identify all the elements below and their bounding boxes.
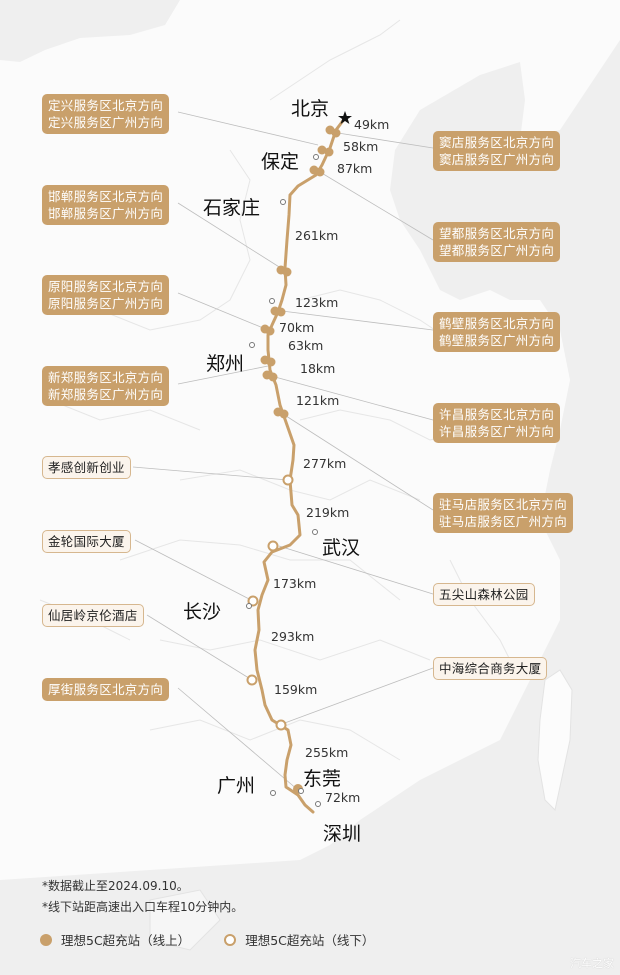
station-tag-houjie[interactable]: 厚街服务区北京方向 [42, 678, 170, 701]
station-line: 邯郸服务区广州方向 [48, 206, 164, 221]
city-wuhan: 武汉 [322, 537, 361, 559]
station-tag-jinlun[interactable]: 金轮国际大厦 [42, 530, 131, 553]
city-shijiazhuang: 石家庄 [203, 197, 261, 219]
legend-offline: 理想5C超充站（线下） [224, 930, 374, 949]
footnotes: *数据截止至2024.09.10。 *线下站距高速出入口车程10分钟内。 [42, 876, 243, 918]
station-tag-wangdu[interactable]: 望都服务区北京方向望都服务区广州方向 [433, 222, 561, 262]
legend-online-label: 理想5C超充站（线上） [61, 933, 191, 948]
hollow-dot-icon [224, 933, 237, 946]
station-tag-yuanyang[interactable]: 原阳服务区北京方向原阳服务区广州方向 [42, 275, 170, 315]
distance-label: 70km [279, 320, 315, 335]
station-line: 定兴服务区北京方向 [48, 98, 164, 113]
distance-label: 293km [271, 629, 315, 644]
distance-label: 219km [306, 505, 350, 520]
distance-label: 63km [288, 338, 324, 353]
station-line: 许昌服务区北京方向 [439, 407, 555, 422]
city-dongguan: 东莞 [303, 768, 342, 790]
station-tag-xuchang[interactable]: 许昌服务区北京方向许昌服务区广州方向 [433, 403, 561, 443]
station-tag-handan[interactable]: 邯郸服务区北京方向邯郸服务区广州方向 [42, 185, 170, 225]
station-line: 望都服务区北京方向 [439, 226, 555, 241]
footnote-data-date: *数据截止至2024.09.10。 [42, 879, 189, 893]
distance-label: 87km [337, 161, 373, 176]
station-line: 鹤壁服务区广州方向 [439, 333, 555, 348]
legend-online: 理想5C超充站（线上） [40, 930, 190, 949]
station-tag-xiaogan[interactable]: 孝感创新创业 [42, 456, 131, 479]
distance-label: 72km [325, 790, 361, 805]
station-line: 邯郸服务区北京方向 [48, 189, 164, 204]
city-guangzhou: 广州 [217, 775, 256, 797]
station-line: 厚街服务区北京方向 [48, 682, 164, 697]
station-line: 定兴服务区广州方向 [48, 115, 164, 130]
station-line: 驻马店服务区广州方向 [439, 514, 568, 529]
station-tag-wujianshan[interactable]: 五尖山森林公园 [433, 583, 535, 606]
station-tag-hebi[interactable]: 鹤壁服务区北京方向鹤壁服务区广州方向 [433, 312, 561, 352]
legend-offline-label: 理想5C超充站（线下） [245, 933, 375, 948]
station-line: 窦店服务区北京方向 [439, 135, 555, 150]
station-line: 驻马店服务区北京方向 [439, 497, 568, 512]
city-beijing: 北京 [291, 98, 330, 120]
distance-label: 123km [295, 295, 339, 310]
city-zhengzhou: 郑州 [206, 353, 245, 375]
station-tag-zhumadian[interactable]: 驻马店服务区北京方向驻马店服务区广州方向 [433, 493, 574, 533]
station-line: 新郑服务区广州方向 [48, 387, 164, 402]
station-line: 窦店服务区广州方向 [439, 152, 555, 167]
city-baoding: 保定 [261, 151, 300, 173]
distance-label: 121km [296, 393, 340, 408]
distance-label: 255km [305, 745, 349, 760]
distance-label: 277km [303, 456, 347, 471]
station-tag-zhonghai[interactable]: 中海综合商务大厦 [433, 657, 548, 680]
city-shenzhen: 深圳 [323, 823, 362, 845]
station-tag-xianjuling[interactable]: 仙居岭京伦酒店 [42, 604, 144, 627]
station-tag-xinzheng[interactable]: 新郑服务区北京方向新郑服务区广州方向 [42, 366, 170, 406]
distance-label: 261km [295, 228, 339, 243]
station-line: 许昌服务区广州方向 [439, 424, 555, 439]
distance-label: 159km [274, 682, 318, 697]
station-line: 望都服务区广州方向 [439, 243, 555, 258]
station-line: 原阳服务区广州方向 [48, 296, 164, 311]
station-line: 原阳服务区北京方向 [48, 279, 164, 294]
beijing-star-icon [338, 111, 352, 124]
legend: 理想5C超充站（线上） 理想5C超充站（线下） [40, 930, 408, 949]
city-changsha: 长沙 [183, 601, 222, 623]
distance-label: 173km [273, 576, 317, 591]
distance-label: 18km [300, 361, 336, 376]
station-line: 新郑服务区北京方向 [48, 370, 164, 385]
watermark: 汽车之家 [570, 957, 614, 970]
filled-dot-icon [40, 933, 52, 946]
station-tag-dingxing[interactable]: 定兴服务区北京方向定兴服务区广州方向 [42, 94, 170, 134]
station-tag-doudian[interactable]: 窦店服务区北京方向窦店服务区广州方向 [433, 131, 561, 171]
station-line: 鹤壁服务区北京方向 [439, 316, 555, 331]
distance-label: 58km [343, 139, 379, 154]
distance-label: 49km [354, 117, 390, 132]
footnote-offline-distance: *线下站距高速出入口车程10分钟内。 [42, 900, 244, 914]
